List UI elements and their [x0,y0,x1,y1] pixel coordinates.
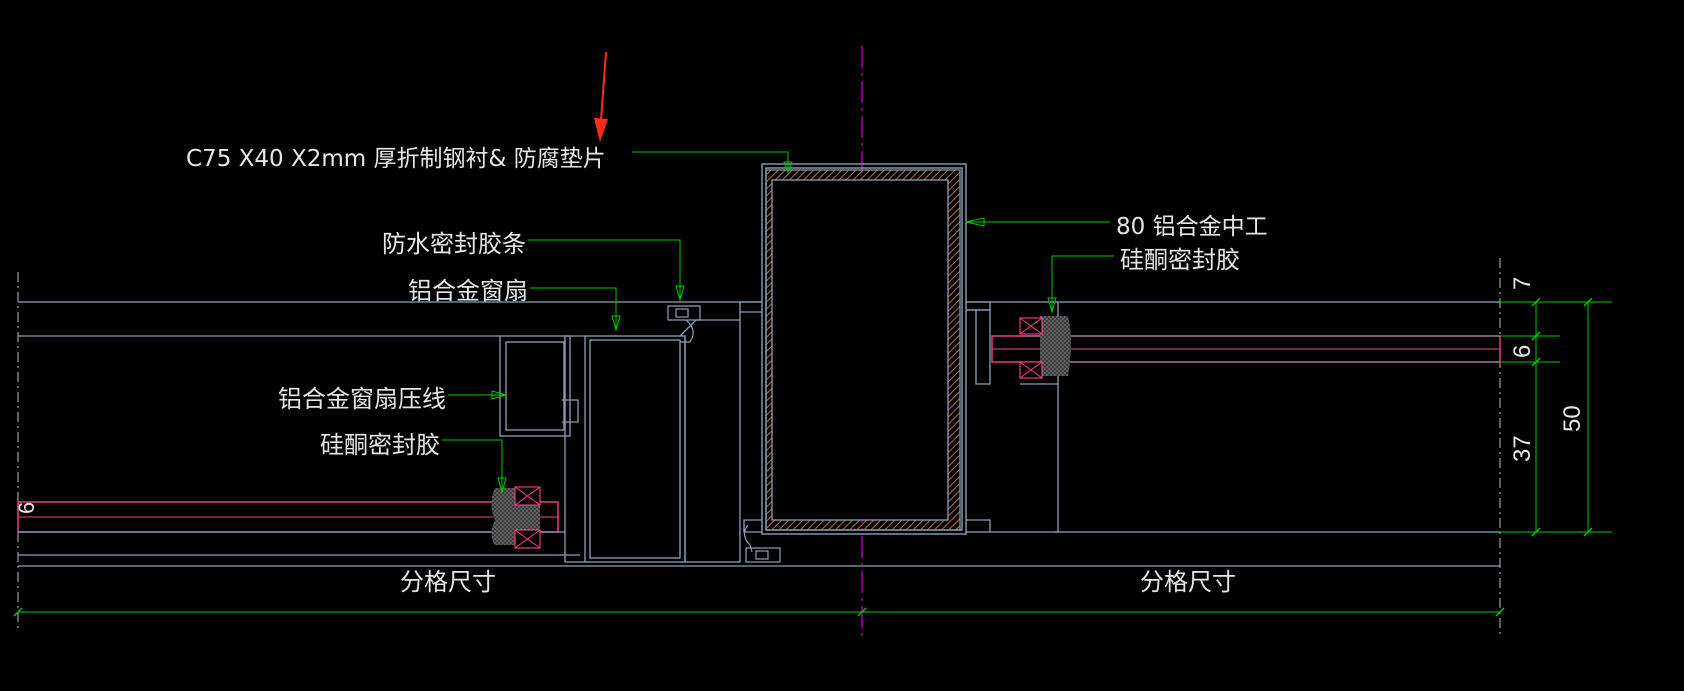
wall-lines [18,301,1500,567]
left-glass-pane [17,501,565,533]
dim-text-6: 6 [1509,345,1536,358]
dim-text-37: 37 [1509,435,1536,462]
dimension-ticks [13,297,1593,617]
sash-bead [499,335,579,437]
label-span-right: 分格尺寸 [1140,568,1236,596]
dim-text-7: 7 [1509,277,1536,290]
waterproof-gasket [667,305,701,343]
label-waterproof-strip: 防水密封胶条 [382,230,526,258]
label-steel-liner: C75 X40 X2mm 厚折制钢衬& 防腐垫片 [186,146,606,172]
dimension-lines [18,301,1612,613]
leader-lines [442,151,1114,492]
dim-text-50: 50 [1559,405,1586,432]
aluminum-sash [564,312,741,563]
right-glass-pane [991,335,1501,363]
label-sash: 铝合金窗扇 [408,277,528,305]
steel-liner [765,169,961,531]
dim-text-6-left: 6 [14,502,39,514]
right-silicone-seal [1019,316,1071,379]
label-sash-bead: 铝合金窗扇压线 [278,385,446,413]
label-silicone-right: 硅酮密封胶 [1120,246,1240,274]
left-silicone-seal [491,486,541,549]
label-span-left: 分格尺寸 [400,568,496,596]
bottom-gasket [743,524,781,563]
red-marker-arrow [594,51,608,142]
label-mullion: 80 铝合金中工 [1116,214,1268,240]
label-silicone-left: 硅酮密封胶 [320,431,440,459]
extension-lines [17,258,1501,636]
leader-arrowheads [491,161,1057,494]
